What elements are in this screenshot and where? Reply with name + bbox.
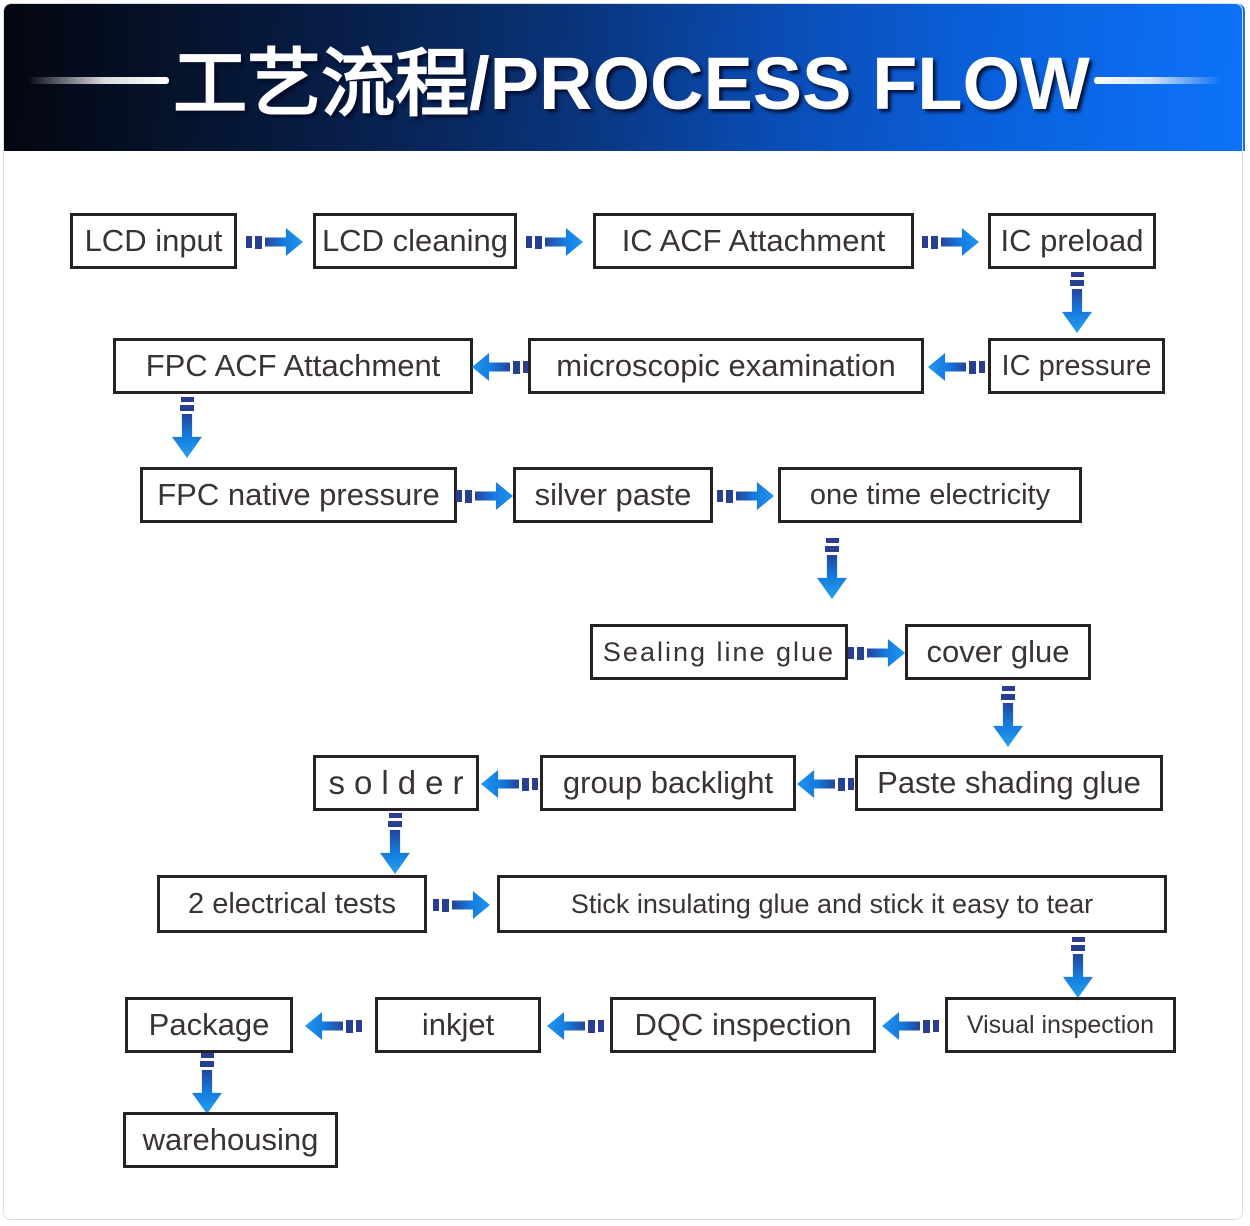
node-warehousing: warehousing (123, 1112, 338, 1168)
arrow-left-icon (472, 353, 529, 381)
arrow-down-icon (172, 397, 202, 458)
arrow-right-icon (922, 228, 979, 256)
header-banner: 工艺流程/PROCESS FLOW (4, 4, 1245, 151)
arrow-right-icon (717, 482, 774, 510)
arrow-down-icon (817, 538, 847, 599)
arrow-left-icon (305, 1012, 362, 1040)
arrow-right-icon (433, 891, 490, 919)
title-line-right-icon (1093, 77, 1222, 84)
node-one-time-electricity: one time electricity (778, 467, 1082, 523)
arrow-left-icon (797, 770, 854, 798)
node-solder: solder (313, 755, 479, 811)
node-fpc-acf-attachment: FPC ACF Attachment (113, 338, 473, 394)
node-group-backlight: group backlight (540, 755, 796, 811)
node-dqc-inspection: DQC inspection (610, 997, 876, 1053)
node-lcd-input: LCD input (70, 213, 237, 269)
arrow-left-icon (547, 1012, 604, 1040)
node-microscopic-examination: microscopic examination (528, 338, 924, 394)
arrow-right-icon (526, 228, 583, 256)
node-visual-inspection: Visual inspection (945, 997, 1176, 1053)
node-inkjet: inkjet (375, 997, 541, 1053)
node-package: Package (125, 997, 293, 1053)
node-ic-pressure: IC pressure (988, 338, 1165, 394)
node-silver-paste: silver paste (513, 467, 713, 523)
node-lcd-cleaning: LCD cleaning (313, 213, 517, 269)
arrow-left-icon (928, 353, 985, 381)
node-sealing-line-glue: Sealing line glue (590, 624, 848, 680)
arrow-right-icon (848, 639, 905, 667)
arrow-right-icon (456, 482, 513, 510)
node-ic-preload: IC preload (988, 213, 1156, 269)
node-stick-insulating-glue: Stick insulating glue and stick it easy … (497, 875, 1167, 933)
arrow-left-icon (882, 1012, 939, 1040)
node-two-electrical-tests: 2 electrical tests (157, 875, 427, 933)
arrow-down-icon (1063, 937, 1093, 998)
node-ic-acf-attachment: IC ACF Attachment (593, 213, 914, 269)
node-paste-shading-glue: Paste shading glue (855, 755, 1163, 811)
arrow-right-icon (246, 228, 303, 256)
arrow-down-icon (380, 813, 410, 874)
arrow-down-icon (1062, 272, 1092, 333)
node-fpc-native-pressure: FPC native pressure (140, 467, 457, 523)
arrow-down-icon (192, 1053, 222, 1114)
arrow-left-icon (481, 770, 538, 798)
node-cover-glue: cover glue (905, 624, 1091, 680)
page-title: 工艺流程/PROCESS FLOW (173, 42, 1090, 125)
arrow-down-icon (993, 686, 1023, 747)
title-line-left-icon (27, 77, 170, 84)
